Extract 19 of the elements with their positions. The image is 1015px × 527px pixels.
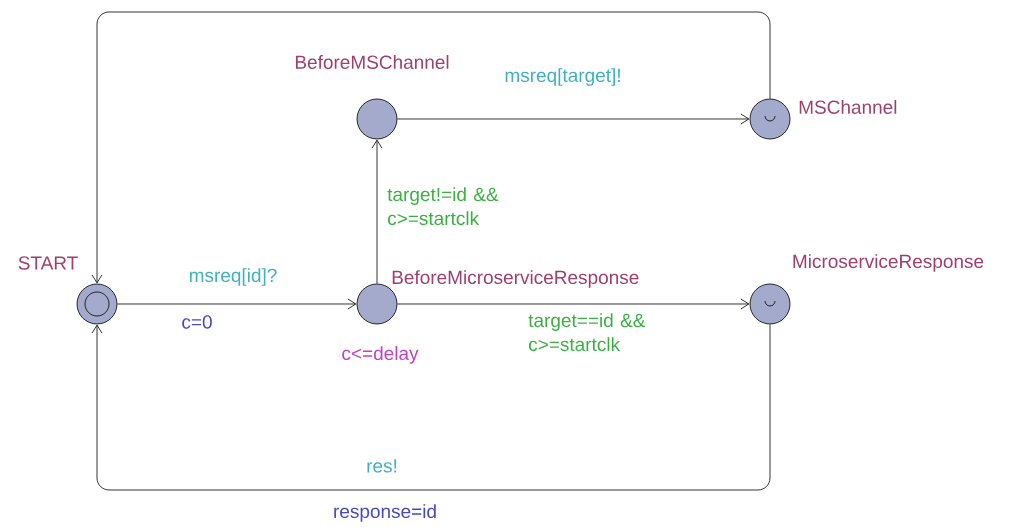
location-name: BeforeMicroserviceResponse — [392, 270, 639, 288]
location-name: MicroserviceResponse — [793, 254, 984, 272]
edge-label: msreq[id]? — [189, 268, 277, 286]
update-label: response=id — [334, 504, 436, 522]
location-name: BeforeMSChannel — [295, 55, 449, 69]
edge-label: target==id && c>=startclk — [528, 313, 646, 352]
edge-label: msreq[target]! — [505, 68, 620, 86]
arrow — [117, 298, 357, 310]
invariant-label: c<=delay — [342, 346, 419, 364]
arrow — [91, 11, 771, 284]
edge-label: res! — [367, 459, 397, 473]
arrow — [397, 298, 750, 310]
arrow — [371, 139, 383, 284]
arrow — [91, 324, 771, 491]
location-name: START — [18, 256, 78, 270]
location-name: MSChannel — [799, 100, 897, 114]
edge-label: target!=id && c>=startclk — [387, 187, 499, 226]
update-label: c=0 — [182, 315, 212, 329]
arrow — [397, 113, 750, 125]
